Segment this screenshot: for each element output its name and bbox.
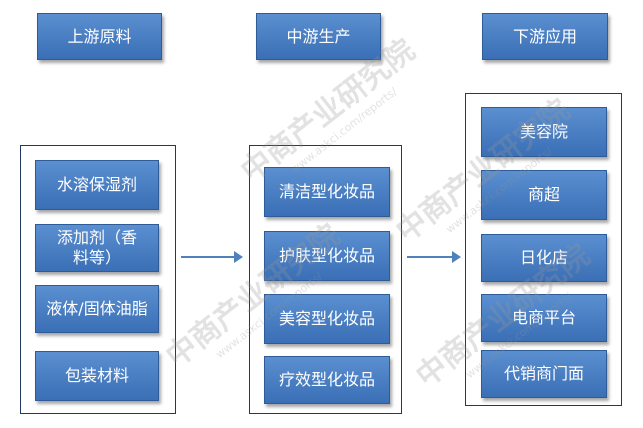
upstream-item: 包装材料 bbox=[35, 351, 159, 401]
downstream-item: 美容院 bbox=[481, 107, 607, 157]
midstream-item: 清洁型化妆品 bbox=[264, 167, 390, 217]
flow-arrow-up-to-mid bbox=[181, 251, 243, 263]
upstream-item: 液体/固体油脂 bbox=[35, 285, 159, 333]
midstream-item: 护肤型化妆品 bbox=[264, 231, 390, 281]
downstream-group-frame bbox=[465, 93, 622, 406]
header-upstream: 上游原料 bbox=[37, 13, 162, 60]
upstream-item: 添加剂（香料等） bbox=[35, 224, 159, 272]
upstream-group-frame bbox=[20, 145, 176, 414]
header-midstream: 中游生产 bbox=[256, 13, 381, 60]
downstream-item: 电商平台 bbox=[481, 294, 607, 342]
midstream-item: 美容型化妆品 bbox=[264, 294, 390, 344]
downstream-item: 日化店 bbox=[481, 234, 607, 282]
header-downstream: 下游应用 bbox=[482, 13, 608, 60]
upstream-item: 水溶保湿剂 bbox=[35, 160, 159, 210]
downstream-item: 商超 bbox=[481, 170, 607, 220]
midstream-item: 疗效型化妆品 bbox=[264, 356, 390, 404]
downstream-item: 代销商门面 bbox=[481, 350, 607, 398]
flow-arrow-mid-to-down bbox=[407, 251, 461, 263]
midstream-group-frame bbox=[249, 145, 402, 414]
